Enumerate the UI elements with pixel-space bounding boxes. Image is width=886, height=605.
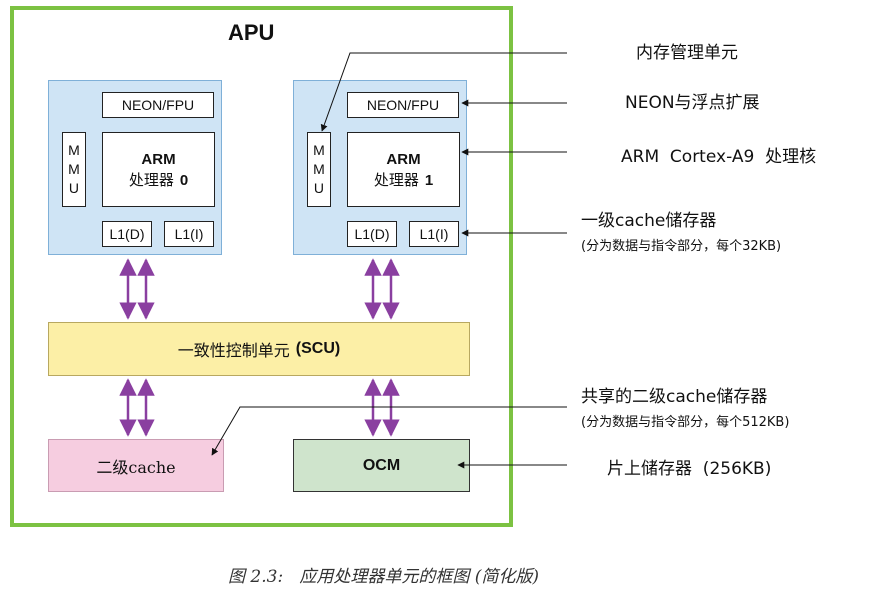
- annotation-ocm: 片上储存器 (256KB): [607, 459, 772, 479]
- core-1-mmu: M M U: [307, 132, 331, 207]
- scu-abbr: (SCU): [295, 340, 341, 357]
- annotation-l1-cache-title: 一级cache储存器: [581, 211, 717, 231]
- l2-cache-block: 二级cache: [48, 439, 224, 492]
- core-0-mmu: M M U: [62, 132, 86, 207]
- core-0-arm-label: ARM: [141, 150, 176, 168]
- annotation-l1-cache: 一级cache储存器 (分为数据与指令部分，每个32KB): [581, 206, 781, 254]
- apu-title: APU: [228, 20, 275, 45]
- scu-label: 一致性控制单元: [177, 341, 290, 360]
- core-1-arm-label: ARM: [386, 150, 421, 168]
- core-0-arm-processor: ARM 处理器 0: [102, 132, 215, 207]
- core-1-neon-fpu: NEON/FPU: [347, 92, 459, 118]
- core-0-l1-instruction-cache: L1(I): [164, 221, 214, 247]
- ocm-block: OCM: [293, 439, 470, 492]
- figure-caption: 图 2.3: 应用处理器单元的框图 (简化版): [228, 567, 540, 587]
- leader-l2-cache: [211, 406, 567, 456]
- core-0-l1-data-cache: L1(D): [102, 221, 152, 247]
- scu-block: 一致性控制单元 (SCU): [48, 322, 470, 376]
- core-0-neon-fpu: NEON/FPU: [102, 92, 214, 118]
- annotation-neon: NEON与浮点扩展: [625, 93, 760, 113]
- annotation-l2-cache: 共享的二级cache储存器 (分为数据与指令部分，每个512KB): [581, 382, 789, 430]
- annotation-l1-cache-note: (分为数据与指令部分，每个32KB): [581, 239, 782, 254]
- leader-mmu: [320, 52, 567, 132]
- annotation-l2-cache-title: 共享的二级cache储存器: [581, 387, 768, 407]
- core-1-l1-data-cache: L1(D): [347, 221, 397, 247]
- core-1-arm-processor: ARM 处理器 1: [347, 132, 460, 207]
- core-1-l1-instruction-cache: L1(I): [409, 221, 459, 247]
- annotation-l2-cache-note: (分为数据与指令部分，每个512KB): [581, 415, 790, 430]
- annotation-mmu: 内存管理单元: [636, 43, 738, 63]
- core-1-index: 1: [424, 171, 434, 189]
- annotation-arm-core: ARM Cortex-A9 处理核: [621, 147, 817, 167]
- core-0-processor-label: 处理器: [128, 170, 174, 189]
- core-1-processor-label: 处理器: [373, 170, 419, 189]
- core-0-index: 0: [179, 171, 189, 189]
